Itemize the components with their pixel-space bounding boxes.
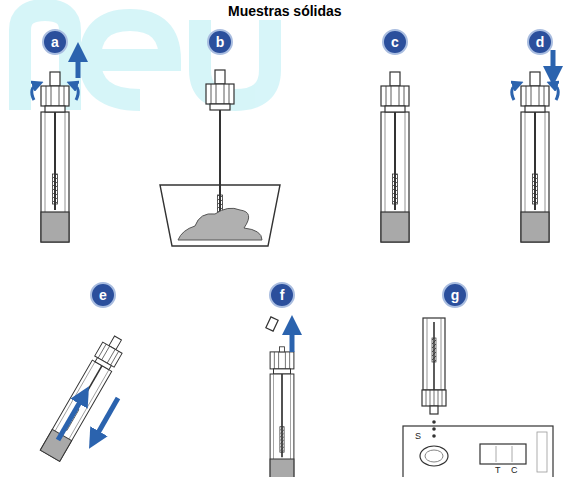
step-circle: g [442, 282, 468, 308]
cassette-mark: S [415, 432, 421, 441]
step-circle: c [382, 29, 408, 55]
cassette-mark: C [511, 466, 518, 475]
step-circle: a [42, 29, 68, 55]
step-circle: d [527, 29, 553, 55]
step-circle: b [207, 29, 233, 55]
step-circle: f [269, 282, 295, 308]
step-letter: e [99, 288, 107, 302]
diagram-title: Muestras sólidas [228, 3, 342, 19]
step-letter: a [51, 35, 59, 49]
cassette-mark: T [495, 466, 501, 475]
step-circle: e [90, 282, 116, 308]
step-letter: g [451, 288, 460, 302]
step-letter: f [280, 288, 285, 302]
step-letter: d [536, 35, 545, 49]
step-letter: b [216, 35, 225, 49]
step-letter: c [391, 35, 399, 49]
